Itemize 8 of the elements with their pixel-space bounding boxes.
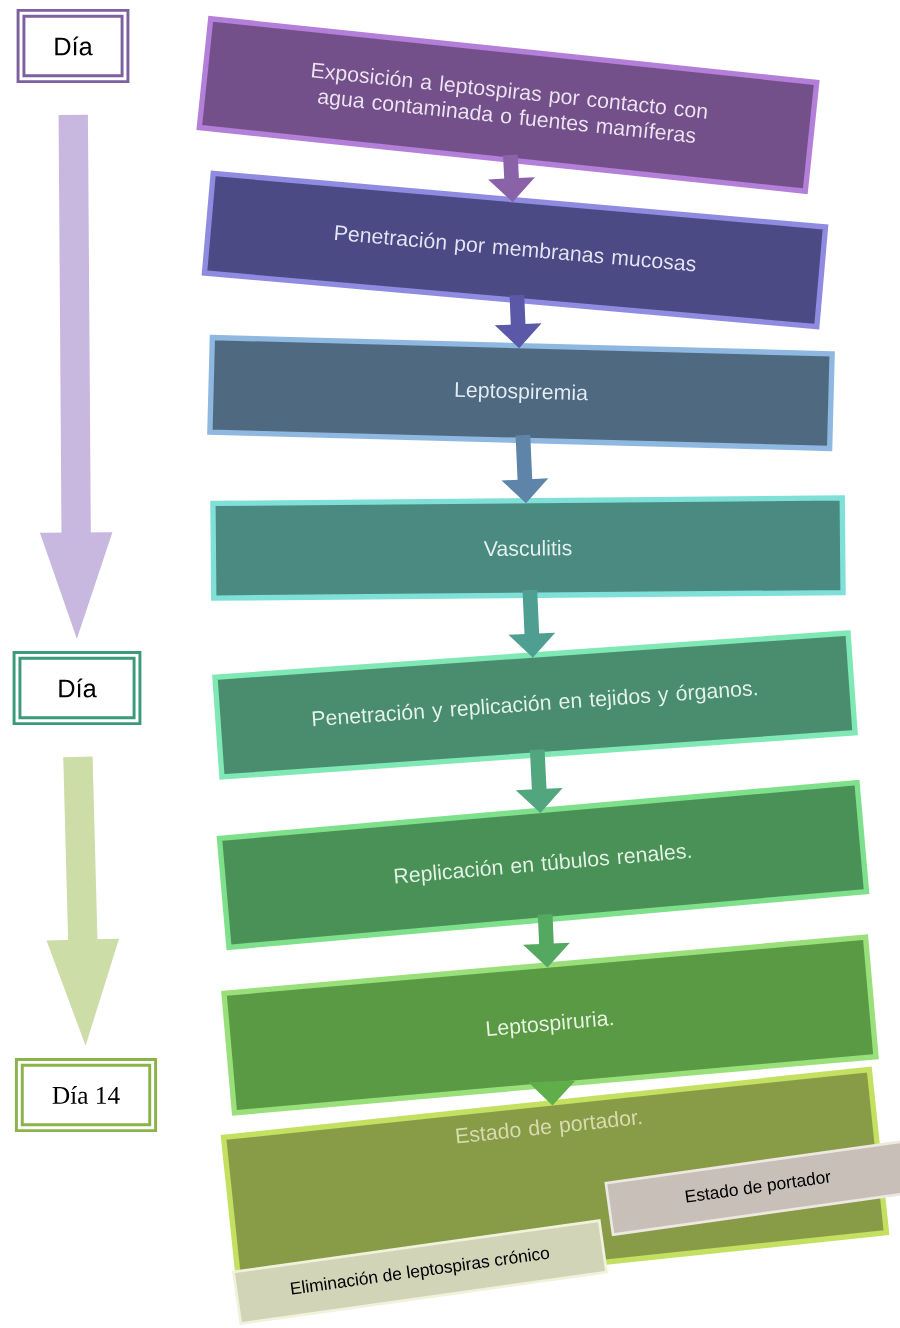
stage-box: Penetración y replicación en tejidos y órganos. [212,630,858,780]
day-label-box: Día [16,8,130,84]
stage-box: Vasculitis [210,495,846,601]
day-label-box: Día 14 [14,1057,158,1133]
stage-box: Leptospiremia [207,334,835,452]
stage-box: Penetración por membranas mucosas [201,170,829,330]
outcome-box: Eliminación de leptospiras crónico [232,1219,608,1325]
day-label-box: Día [12,650,142,726]
